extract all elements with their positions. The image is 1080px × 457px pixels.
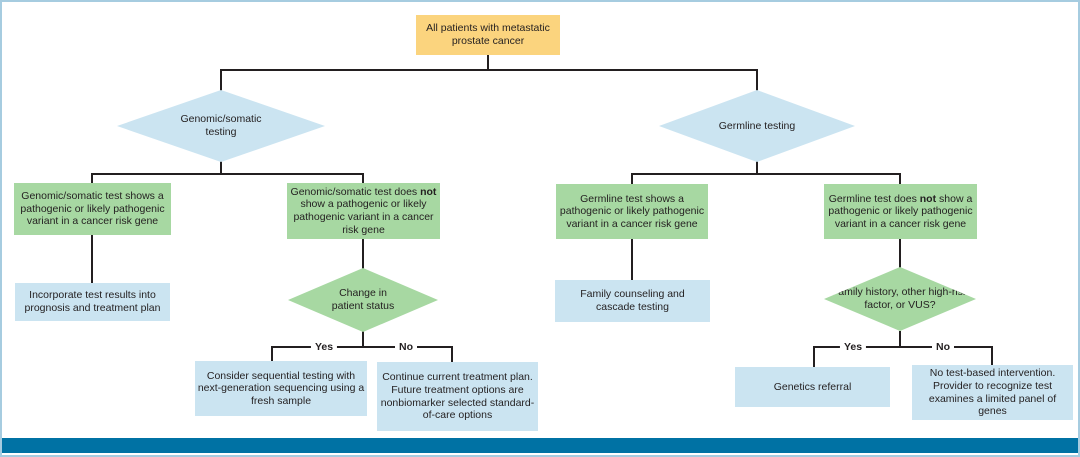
node-incorporate-results-label: Incorporate test results into prognosis … xyxy=(24,289,161,314)
node-somatic-positive: Genomic/somatic test shows a pathogenic … xyxy=(14,183,171,235)
node-germline-decision-label: Germline testing xyxy=(718,119,796,132)
node-change-status-decision: Change in patient status xyxy=(288,268,438,332)
node-family-history-decision: Family history, other high-risk factor, … xyxy=(824,267,976,331)
node-somatic-decision-label: Genomic/somatic testing xyxy=(180,113,262,138)
node-sequential-testing: Consider sequential testing with next-ge… xyxy=(195,361,367,416)
footer-bar xyxy=(2,438,1078,453)
node-germline-negative-post: show a pathogenic or likely pathogenic v… xyxy=(828,192,973,230)
node-change-status-label: Change in patient status xyxy=(331,287,395,312)
node-genetics-referral: Genetics referral xyxy=(735,367,890,407)
node-no-intervention-label: No test-based intervention. Provider to … xyxy=(928,367,1057,418)
node-incorporate-results: Incorporate test results into prognosis … xyxy=(15,283,170,321)
node-no-intervention: No test-based intervention. Provider to … xyxy=(912,365,1073,420)
node-somatic-decision: Genomic/somatic testing xyxy=(117,90,325,162)
node-germline-negative-bold: not xyxy=(919,192,937,205)
node-somatic-negative-post: show a pathogenic or likely pathogenic v… xyxy=(293,198,434,236)
label-yes-somatic: Yes xyxy=(310,341,338,353)
node-sequential-testing-label: Consider sequential testing with next-ge… xyxy=(197,369,365,407)
node-root: All patients with metastatic prostate ca… xyxy=(416,15,560,55)
node-germline-decision: Germline testing xyxy=(659,90,855,162)
node-family-counseling-label: Family counseling and cascade testing xyxy=(580,288,685,313)
node-somatic-negative-bold: not xyxy=(420,185,437,198)
node-somatic-negative-label: Genomic/somatic test does not show a pat… xyxy=(289,186,438,236)
node-germline-negative-label: Germline test does not show a pathogenic… xyxy=(826,193,975,231)
node-germline-negative-pre: Germline test does xyxy=(828,192,920,205)
node-germline-negative: Germline test does not show a pathogenic… xyxy=(824,184,977,239)
label-no-somatic: No xyxy=(395,341,417,353)
node-family-history-label: Family history, other high-risk factor, … xyxy=(831,286,969,311)
node-germline-positive: Germline test shows a pathogenic or like… xyxy=(556,184,708,239)
connector-somatic-branch xyxy=(91,159,364,185)
node-somatic-positive-label: Genomic/somatic test shows a pathogenic … xyxy=(20,190,165,228)
node-continue-plan: Continue current treatment plan. Future … xyxy=(377,362,538,431)
label-yes-germline: Yes xyxy=(839,341,867,353)
connector-germline-branch xyxy=(631,159,901,186)
label-no-germline: No xyxy=(932,341,954,353)
node-root-label: All patients with metastatic prostate ca… xyxy=(426,22,550,47)
node-genetics-referral-label: Genetics referral xyxy=(773,380,852,393)
node-continue-plan-label: Continue current treatment plan. Future … xyxy=(380,371,535,422)
connector-root-to-decisions xyxy=(220,55,758,93)
node-family-counseling: Family counseling and cascade testing xyxy=(555,280,710,322)
node-somatic-negative-pre: Genomic/somatic test does xyxy=(290,185,421,198)
node-germline-positive-label: Germline test shows a pathogenic or like… xyxy=(559,192,705,230)
node-somatic-negative: Genomic/somatic test does not show a pat… xyxy=(287,183,440,239)
